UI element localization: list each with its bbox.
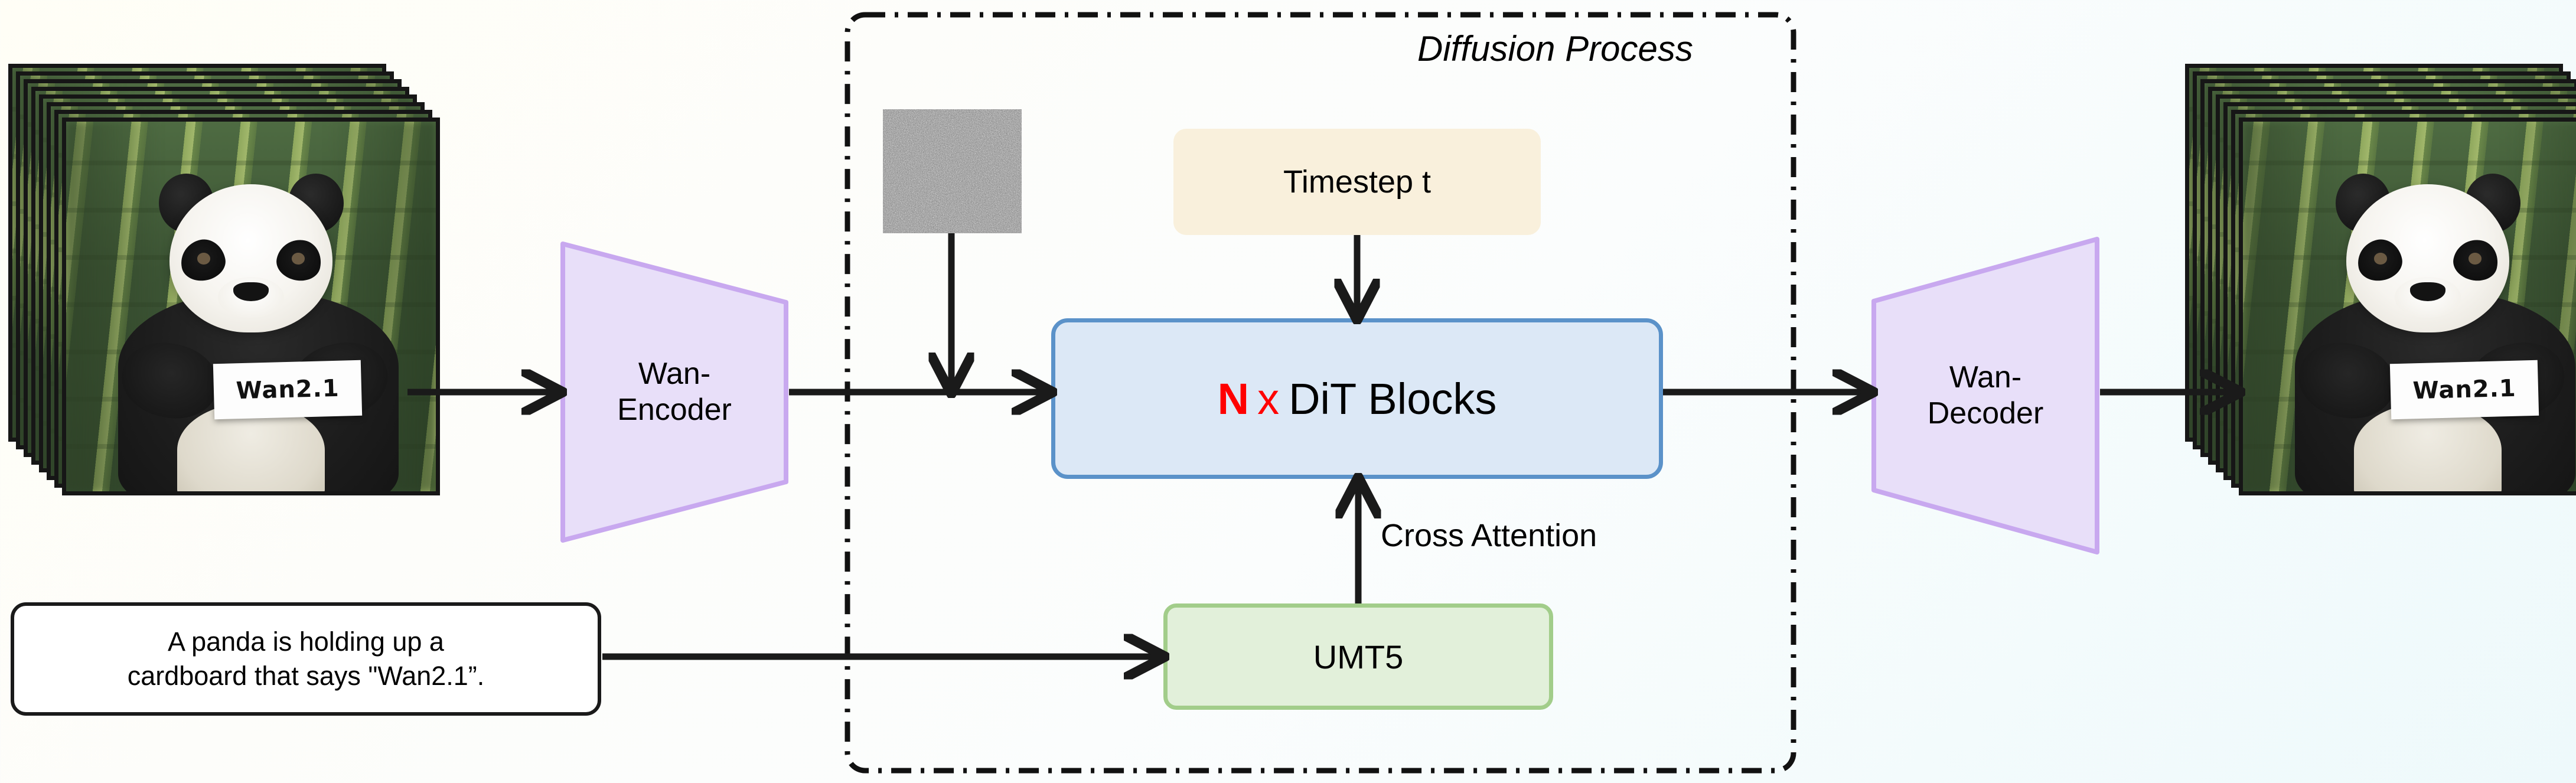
video-frame-front: Wan2.1 bbox=[62, 118, 440, 495]
panda-illustration bbox=[2243, 122, 2576, 491]
wan-decoder-shape bbox=[1871, 237, 2099, 554]
panda-sign: Wan2.1 bbox=[213, 360, 363, 420]
umt5-box[interactable]: UMT5 bbox=[1163, 603, 1553, 710]
output-video-stack: Wan2.1 bbox=[2185, 64, 2576, 513]
panda-sign-text: Wan2.1 bbox=[236, 374, 340, 405]
prompt-line-2: cardboard that says "Wan2.1”. bbox=[127, 661, 485, 691]
diffusion-process-label: Diffusion Process bbox=[1417, 29, 1693, 68]
prompt-line-1: A panda is holding up a bbox=[168, 627, 444, 657]
wan-decoder-label: Wan- Decoder bbox=[1927, 360, 2044, 430]
dit-repeat-count: N bbox=[1217, 374, 1250, 423]
prompt-box[interactable]: A panda is holding up a cardboard that s… bbox=[11, 602, 601, 716]
wan-encoder-label: Wan- Encoder bbox=[617, 356, 732, 427]
dit-times-symbol: x bbox=[1257, 374, 1280, 423]
umt5-label: UMT5 bbox=[1313, 638, 1404, 676]
wan-decoder-block[interactable]: Wan- Decoder bbox=[1871, 236, 2100, 555]
timestep-label: Timestep t bbox=[1283, 164, 1432, 200]
cross-attention-label: Cross Attention bbox=[1381, 518, 1597, 553]
wan-encoder-shape bbox=[560, 242, 788, 543]
noise-latent-patch bbox=[883, 109, 1022, 233]
timestep-box[interactable]: Timestep t bbox=[1173, 129, 1541, 235]
input-video-stack: Wan2.1 bbox=[8, 64, 440, 513]
wan-encoder-block[interactable]: Wan- Encoder bbox=[560, 241, 789, 543]
panda-sign-text: Wan2.1 bbox=[2412, 374, 2517, 405]
panda-sign: Wan2.1 bbox=[2390, 360, 2539, 420]
panda-illustration bbox=[66, 122, 436, 491]
video-frame-front: Wan2.1 bbox=[2239, 118, 2576, 495]
dit-blocks-label: DiT Blocks bbox=[1289, 374, 1497, 423]
